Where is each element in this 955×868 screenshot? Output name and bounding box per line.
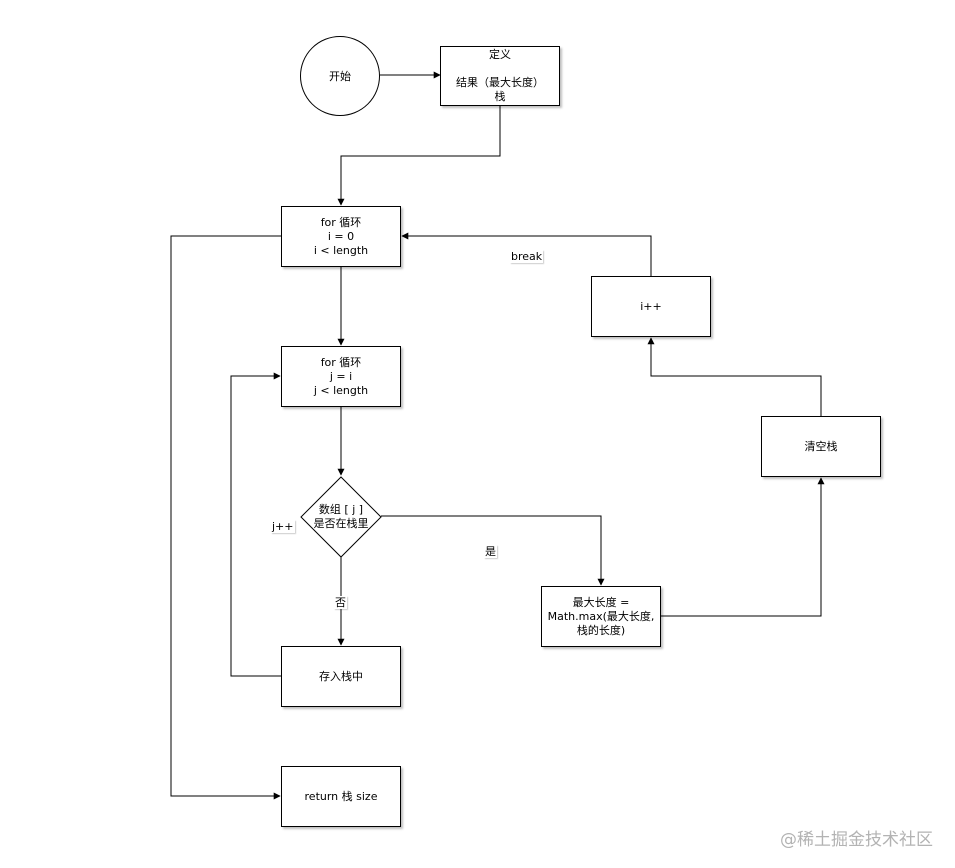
clear-label: 清空栈 <box>804 439 838 453</box>
decision-node[interactable]: 数组 [ j ] 是否在栈里 <box>296 503 386 531</box>
max-length-node[interactable]: 最大长度 = Math.max(最大长度, 栈的长度) <box>541 586 661 647</box>
return-node[interactable]: return 栈 size <box>281 766 401 827</box>
edge-label-j-inc: j++ <box>271 520 295 533</box>
edge-i-inc-to-loop-i <box>401 232 652 276</box>
i-inc-label: i++ <box>640 299 662 313</box>
loop-j-line-3: j < length <box>313 383 369 397</box>
start-node[interactable]: 开始 <box>300 36 380 116</box>
start-label: 开始 <box>329 70 351 83</box>
decision-diamond <box>300 476 382 558</box>
edge-decision-to-max <box>381 515 605 586</box>
max-line-2: Math.max(最大长度, <box>547 609 655 623</box>
i-increment-node[interactable]: i++ <box>591 276 711 337</box>
edge-clear-to-i-inc <box>647 337 822 416</box>
define-line-3: 结果（最大长度） <box>456 76 544 89</box>
edge-label-break: break <box>510 250 544 263</box>
edge-push-to-loop-j <box>230 372 281 677</box>
edge-define-to-loop-i <box>337 106 501 206</box>
push-node[interactable]: 存入栈中 <box>281 646 401 707</box>
clear-stack-node[interactable]: 清空栈 <box>761 416 881 477</box>
define-line-1: 定义 <box>489 48 511 61</box>
edge-label-yes: 是 <box>484 545 497 558</box>
define-line-2 <box>498 62 502 76</box>
define-node[interactable]: 定义 结果（最大长度） 栈 <box>440 46 560 106</box>
loop-i-line-1: for 循环 <box>320 215 362 229</box>
return-label: return 栈 size <box>304 789 378 803</box>
push-label: 存入栈中 <box>319 669 363 683</box>
max-line-1: 最大长度 = <box>572 595 630 609</box>
loop-i-node[interactable]: for 循环 i = 0 i < length <box>281 206 401 267</box>
edge-max-to-clear <box>661 477 825 617</box>
edge-label-no: 否 <box>334 596 347 609</box>
loop-i-line-2: i = 0 <box>327 229 355 243</box>
decision-line-1: 数组 [ j ] <box>318 503 364 516</box>
max-line-3: 栈的长度) <box>576 623 626 637</box>
watermark-text: @稀土掘金技术社区 <box>780 830 933 850</box>
loop-j-line-1: for 循环 <box>320 355 362 369</box>
decision-line-2: 是否在栈里 <box>313 517 369 530</box>
loop-j-line-2: j = i <box>329 369 353 383</box>
loop-j-node[interactable]: for 循环 j = i j < length <box>281 346 401 407</box>
edge-loop-i-to-return <box>170 235 281 800</box>
define-line-4: 栈 <box>494 90 506 103</box>
loop-i-line-3: i < length <box>313 243 369 257</box>
